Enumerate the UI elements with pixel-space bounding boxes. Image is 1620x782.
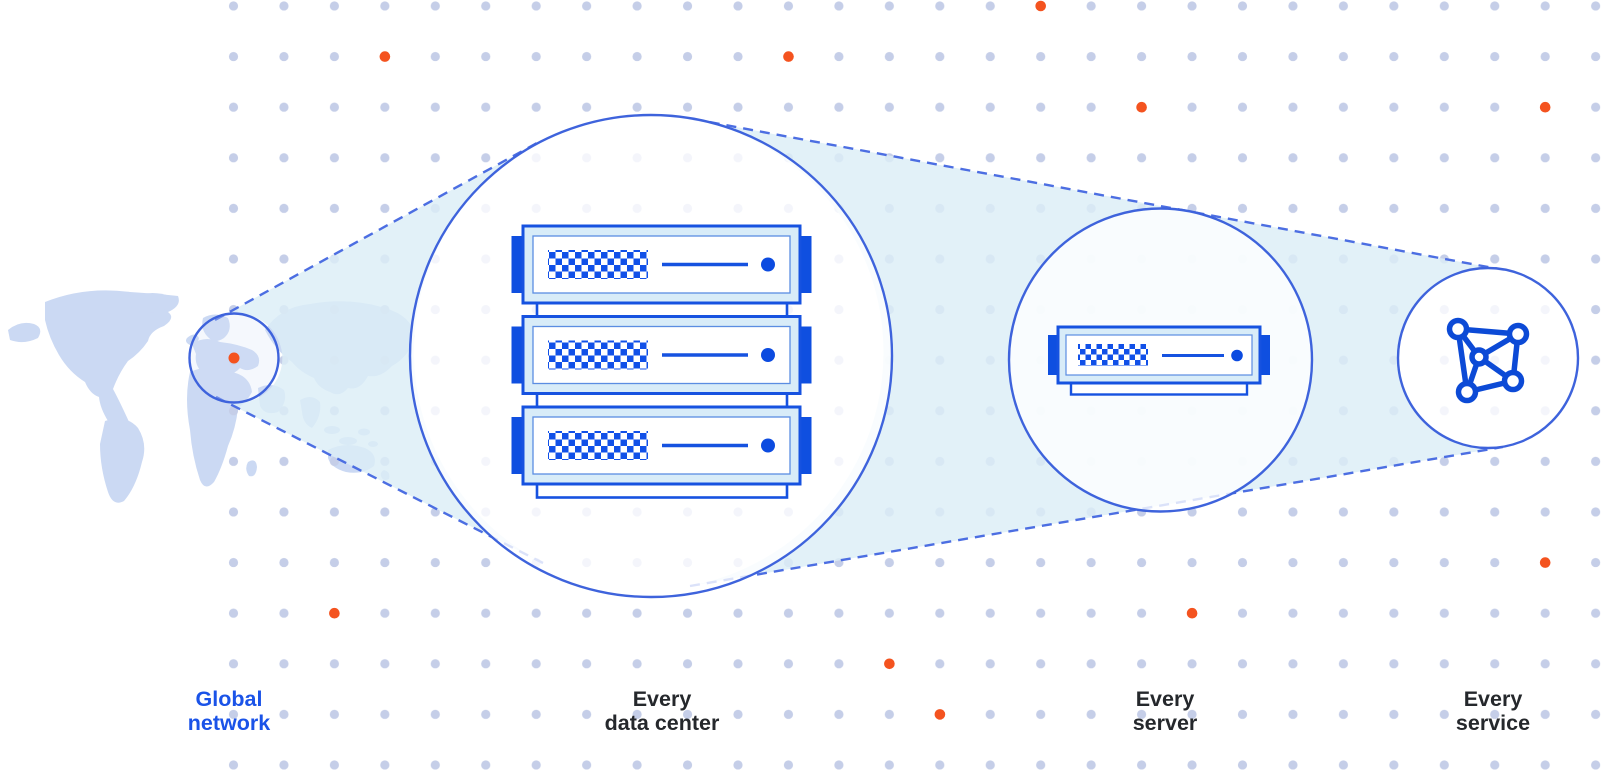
server-rack-illustration [509,224,814,499]
label-every-data-center: Every data center [605,687,720,735]
server-led-matrix [1078,344,1148,366]
accent-dots [329,0,1551,720]
label-line: network [187,711,271,735]
server-power-dot [1231,349,1243,362]
label-line: data center [604,711,720,735]
label-line: server [1132,711,1198,735]
label-line: Every [1135,687,1195,711]
location-marker-dot [228,352,240,364]
zoom-guide-dashed-lines [214,117,1505,588]
server-illustration [1048,325,1270,396]
network-mesh-icon [1446,317,1530,404]
label-every-server: Every server [1133,687,1198,735]
label-line: Global [195,687,263,711]
label-line: service [1455,711,1531,735]
label-line: Every [632,687,692,711]
label-global-network: Global network [188,687,270,735]
label-every-service: Every service [1456,687,1530,735]
label-line: Every [1463,687,1523,711]
